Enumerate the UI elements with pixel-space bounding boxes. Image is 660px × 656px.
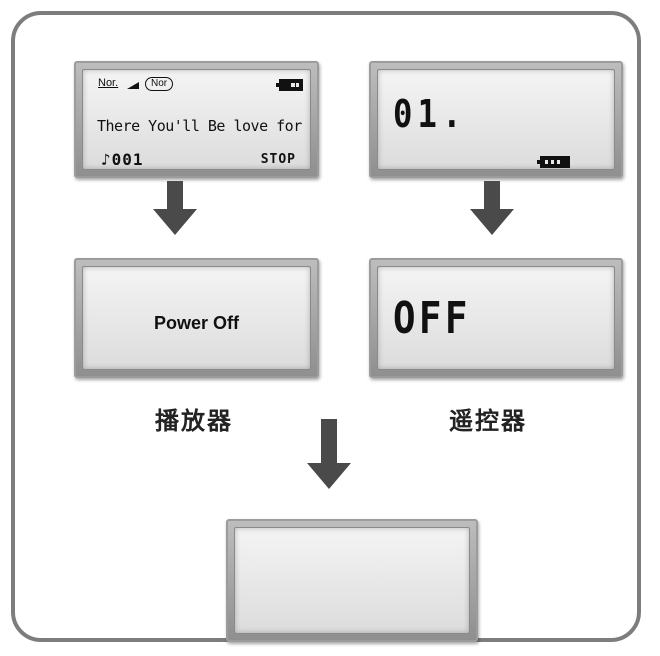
blank-lcd bbox=[226, 519, 478, 642]
remote-caption: 遥控器 bbox=[449, 407, 527, 435]
eq-mode-label: Nor. bbox=[98, 77, 119, 89]
lcd-glass: Power Off bbox=[82, 266, 311, 370]
remote-track-number: 01. bbox=[393, 92, 467, 136]
song-title: There You'll Be love for bbox=[97, 117, 302, 135]
triangle-icon bbox=[127, 82, 139, 89]
remote-lcd-number: 01. bbox=[369, 61, 623, 178]
player-lcd-power-off: Power Off bbox=[74, 258, 319, 378]
remote-off-message: OFF bbox=[393, 293, 471, 344]
remote-lcd-off: OFF bbox=[369, 258, 623, 378]
battery-icon bbox=[537, 156, 570, 168]
battery-icon bbox=[276, 79, 303, 91]
playback-status: STOP bbox=[260, 152, 296, 167]
lcd-glass: Nor. Nor There You'll Be love for ♪001 S… bbox=[82, 69, 311, 170]
player-lcd-playing: Nor. Nor There You'll Be love for ♪001 S… bbox=[74, 61, 319, 178]
player-caption: 播放器 bbox=[155, 407, 233, 435]
power-off-message: Power Off bbox=[153, 313, 239, 333]
lcd-glass: OFF bbox=[377, 266, 615, 370]
eq-mode-badge: Nor bbox=[145, 77, 174, 91]
lcd-glass: 01. bbox=[377, 69, 615, 170]
diagram-frame: Nor. Nor There You'll Be love for ♪001 S… bbox=[11, 11, 641, 642]
lcd-glass bbox=[234, 527, 470, 634]
track-number: ♪001 bbox=[101, 150, 144, 169]
